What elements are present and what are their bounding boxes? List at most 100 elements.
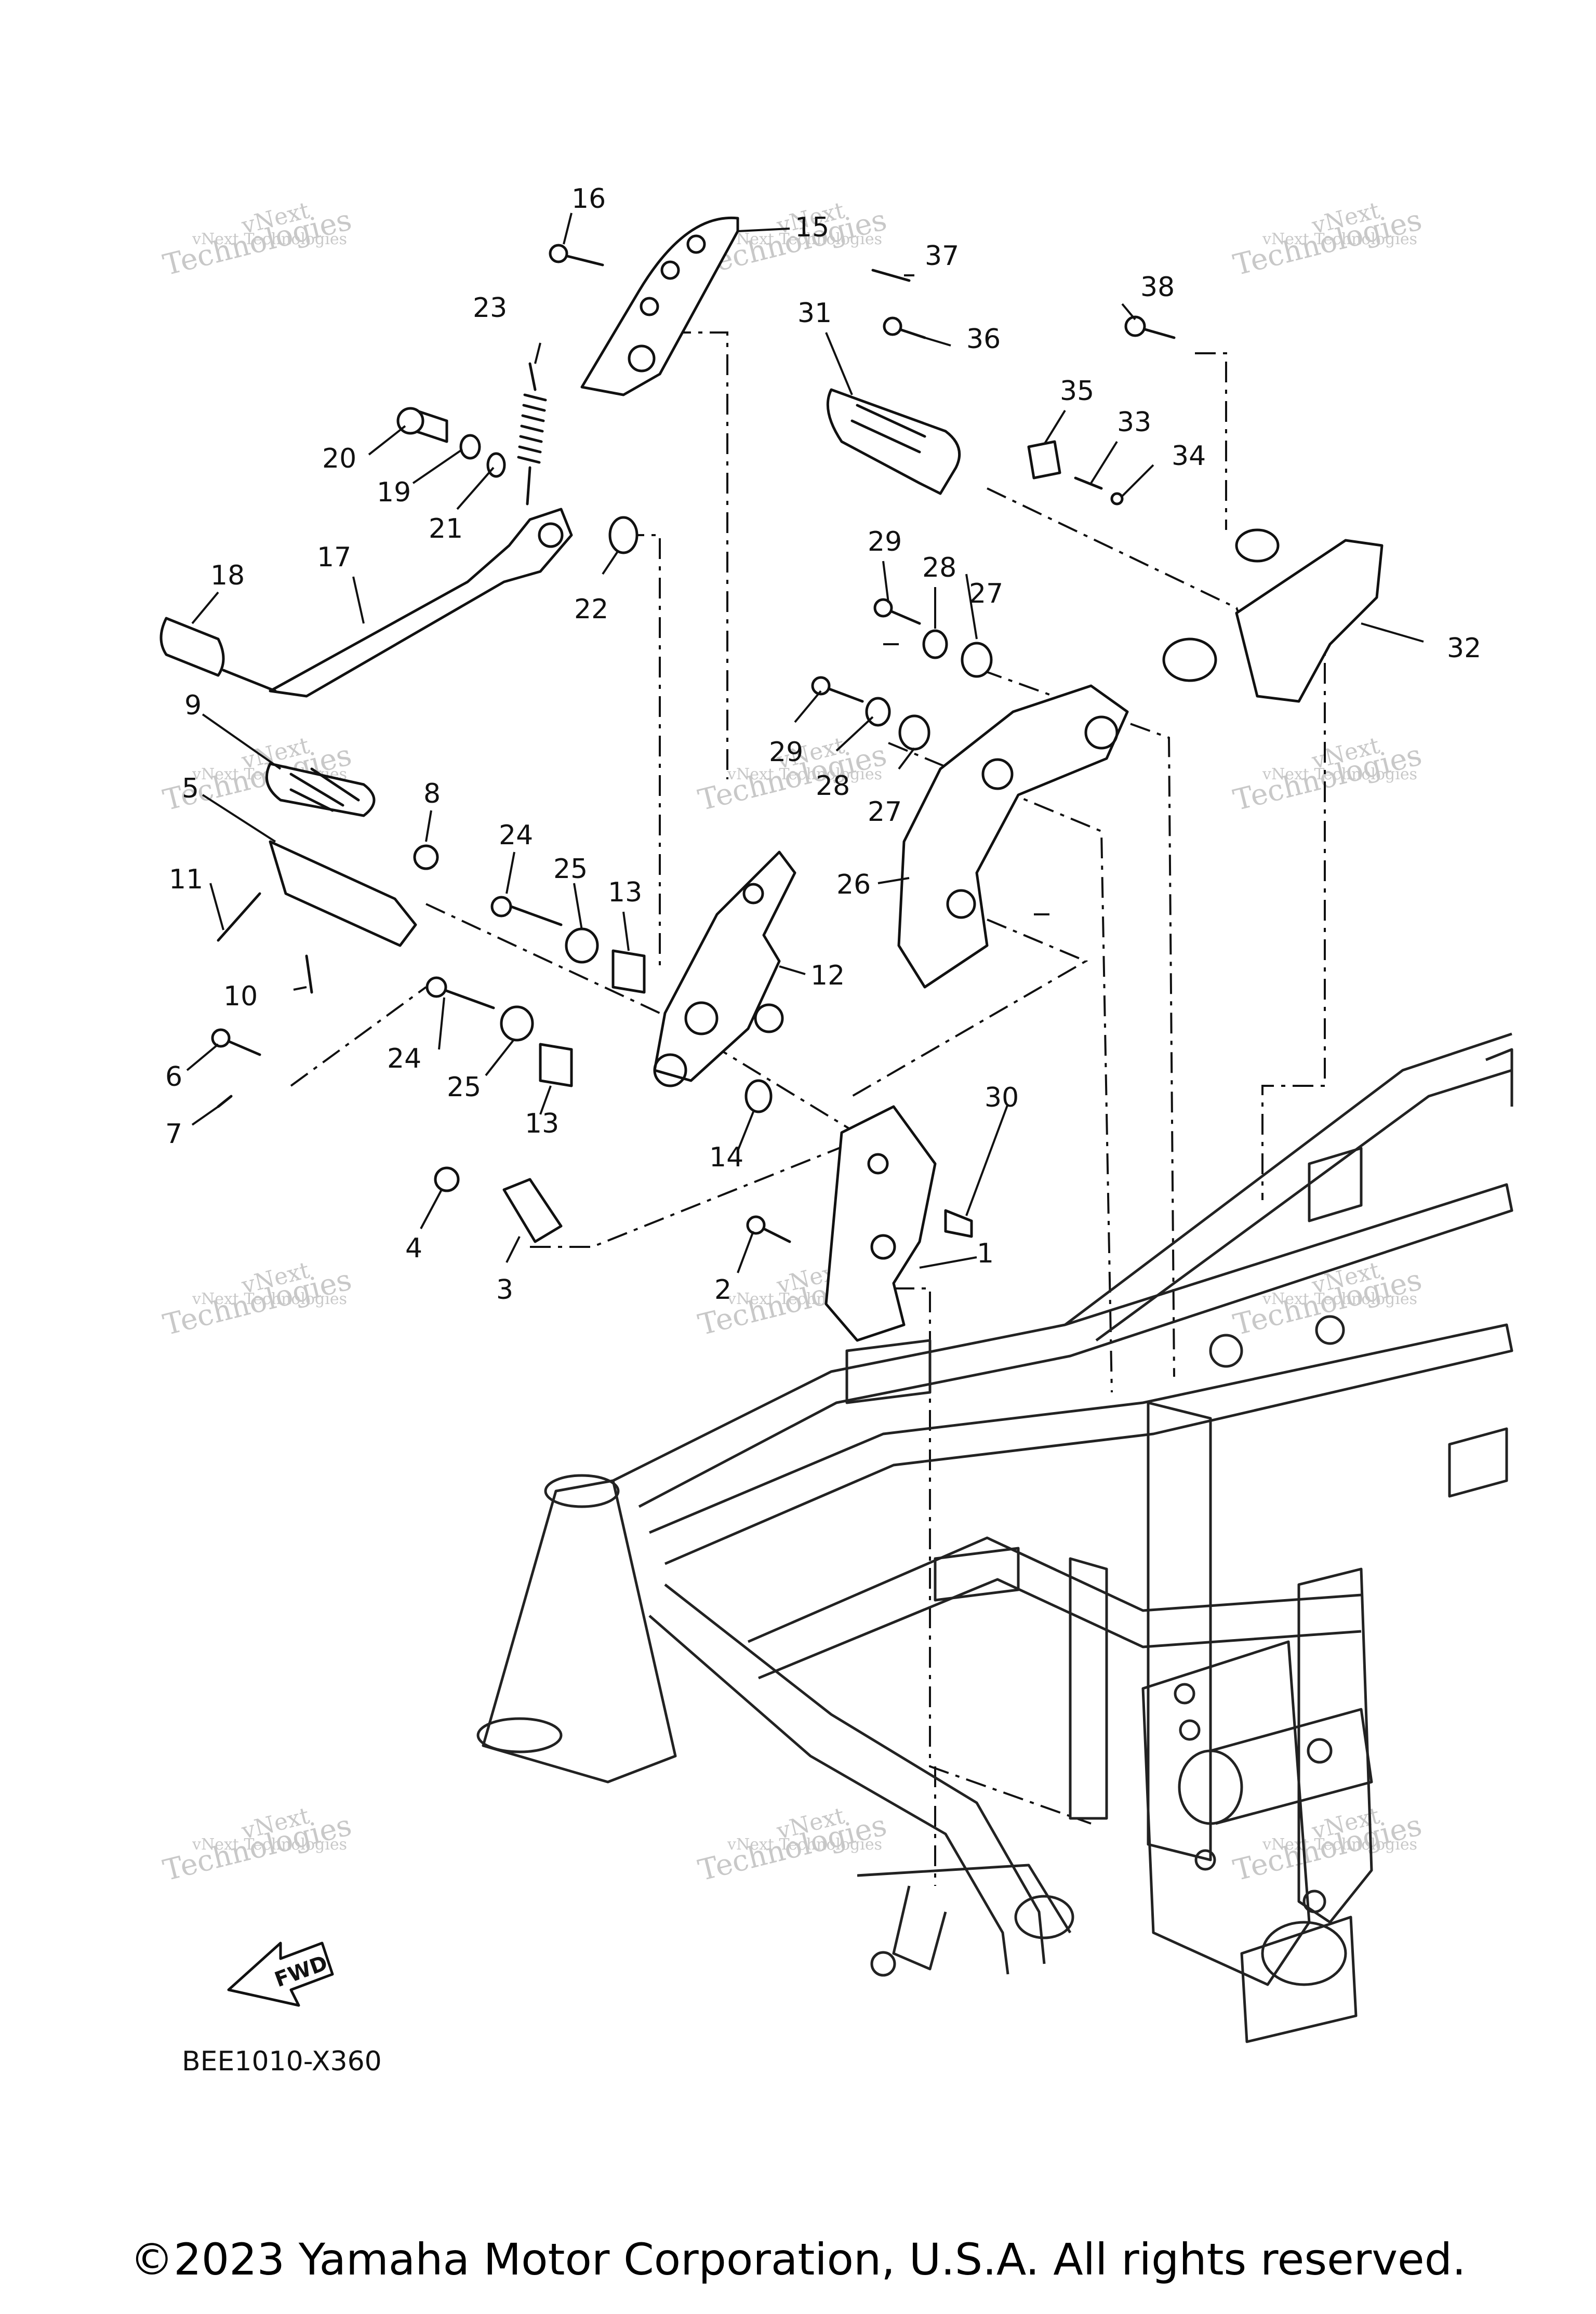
footrest-mount — [1261, 1921, 1347, 1986]
callout-3: 3 — [496, 1274, 513, 1306]
screw-shank — [560, 253, 604, 267]
bracket-hole — [870, 1234, 896, 1260]
callout-29b: 29 — [769, 737, 803, 768]
assembly-line — [1195, 352, 1227, 530]
leader-line — [877, 877, 910, 884]
footrest-pin-head — [883, 316, 902, 336]
leader-line — [737, 228, 790, 232]
head-tube-bottom — [476, 1717, 563, 1753]
leader-line — [1121, 464, 1154, 497]
bracket-plate — [1448, 1427, 1508, 1498]
callout-30: 30 — [985, 1082, 1019, 1113]
svg-text:vNext Technologies: vNext Technologies — [192, 1290, 347, 1308]
footrest-pin — [217, 892, 261, 942]
leader-line — [835, 716, 874, 752]
svg-text:vNext Technologies: vNext Technologies — [1262, 1836, 1417, 1854]
leader-line — [563, 212, 573, 245]
assembly-line — [851, 919, 1088, 1097]
washer — [486, 452, 506, 478]
callout-37: 37 — [925, 241, 959, 272]
bracket-hole — [867, 1153, 889, 1175]
frame-hole — [1179, 1719, 1201, 1741]
callout-9: 9 — [184, 690, 202, 721]
callout-34: 34 — [1172, 441, 1206, 472]
callout-23: 23 — [473, 292, 507, 324]
callout-31: 31 — [797, 298, 832, 329]
bracket-boss — [946, 889, 976, 919]
watermark: vNext Technologies Technologies vNext — [1230, 1257, 1425, 1342]
damper — [898, 714, 930, 751]
callout-2: 2 — [714, 1274, 732, 1306]
svg-text:vNext Technologies: vNext Technologies — [192, 230, 347, 248]
leader-line — [919, 1256, 977, 1269]
leader-line — [485, 1038, 515, 1076]
upper-rail — [612, 1183, 1513, 1508]
frame-hole — [1302, 1890, 1326, 1913]
motorcycle-frame — [476, 1032, 1513, 2043]
vertical-member — [1069, 1557, 1108, 1820]
brake-pedal — [269, 508, 573, 698]
callout-29: 29 — [868, 526, 902, 557]
callout-33: 33 — [1117, 407, 1151, 438]
leader-line — [425, 810, 432, 842]
damper — [961, 642, 993, 678]
pedal-shaft — [222, 669, 277, 693]
bracket-plate — [934, 1547, 1020, 1602]
callout-20: 20 — [322, 443, 356, 474]
callout-5: 5 — [182, 773, 199, 804]
bracket-boss — [1235, 528, 1280, 563]
assembly-line — [1261, 623, 1326, 1200]
frame-hole — [1209, 1334, 1243, 1368]
leader-line — [202, 794, 276, 843]
callout-13: 13 — [608, 877, 642, 908]
leader-line — [779, 965, 806, 975]
cross-member — [748, 1536, 1362, 1643]
svg-text:vNext Technologies: vNext Technologies — [1262, 1290, 1417, 1308]
frame-hole — [1307, 1738, 1333, 1764]
detent-plate — [1027, 440, 1061, 480]
pedal-pivot — [538, 522, 564, 548]
diagram-code: BEE1010-X360 — [182, 2046, 382, 2077]
pedal-rubber — [159, 617, 225, 677]
callout-10: 10 — [223, 981, 258, 1012]
assembly-line — [894, 1287, 1092, 1825]
assembly-line — [987, 487, 1248, 634]
pivot-plate — [1297, 1567, 1373, 1924]
leader-line — [794, 690, 822, 723]
vertical-member — [1147, 1401, 1212, 1861]
bracket-plate — [845, 1339, 932, 1404]
screw-head — [549, 244, 568, 263]
callout-1: 1 — [977, 1238, 994, 1269]
svg-text:vNext Technologies: vNext Technologies — [1262, 765, 1417, 783]
damper — [565, 927, 599, 964]
fwd-arrow-icon: FWD — [227, 1941, 334, 2007]
callout-6: 6 — [165, 1061, 182, 1093]
watermark: vNext Technologies Technologies vNext — [160, 1802, 355, 1887]
callout-21: 21 — [429, 513, 463, 544]
leader-line — [412, 448, 463, 484]
bracket-boss — [1084, 715, 1119, 750]
frame-hole — [1174, 1683, 1195, 1705]
bolt-head — [434, 1166, 460, 1192]
passenger-footrest — [826, 388, 961, 495]
leader-line — [602, 550, 619, 575]
washer — [459, 434, 481, 460]
assembly-lines — [290, 331, 1326, 1886]
leader-line — [1043, 409, 1066, 445]
assembly-line — [888, 742, 1113, 1393]
guard-bracket — [824, 1105, 937, 1342]
leader-line — [456, 467, 495, 510]
callout-19: 19 — [377, 477, 411, 508]
svg-text:vNext Technologies: vNext Technologies — [727, 230, 882, 248]
leader-line — [737, 1111, 754, 1151]
assembly-line — [425, 903, 874, 1144]
callout-22: 22 — [574, 594, 608, 625]
pivot-shaft — [1210, 1708, 1373, 1825]
watermark: vNext Technologies Technologies vNext — [1230, 1802, 1425, 1887]
rear-subframe — [1095, 1069, 1512, 1342]
leader-line — [191, 591, 219, 624]
callout-28b: 28 — [816, 770, 850, 802]
callout-15: 15 — [795, 212, 829, 243]
callout-24b: 24 — [387, 1043, 421, 1074]
